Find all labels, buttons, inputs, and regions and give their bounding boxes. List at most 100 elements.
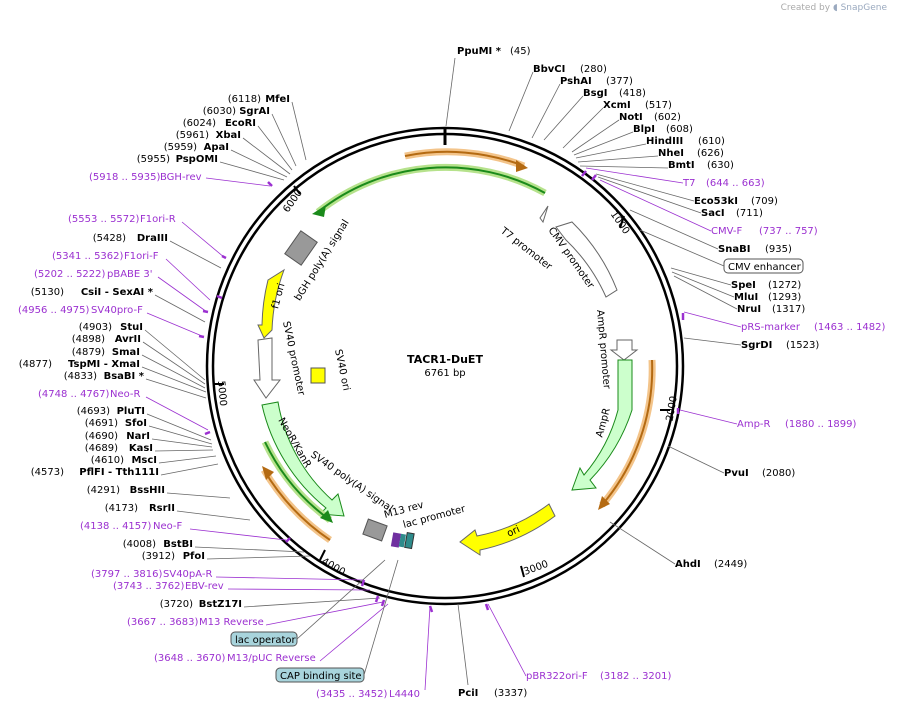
enzyme-name: RsrII [149,503,175,514]
enzyme-pos: (280) [580,64,607,75]
enzyme-pos: (4898) [72,334,105,345]
enzyme-pos: (6118) [228,94,261,105]
enzyme-name: AhdI [675,559,701,570]
primer-name: M13 Reverse [199,617,264,628]
primer-range: (4748 .. 4767) [38,389,110,400]
enzyme-pos: (709) [751,196,778,207]
enzyme-pos: (4691) [85,418,118,429]
enzyme-name: TspMI - XmaI [68,359,140,370]
primer-range: (1463 .. 1482) [814,322,886,333]
leader-lines-right [445,57,742,686]
enzyme-name: NheI [658,148,684,159]
left-primers: (5918 .. 5935) BGH-rev (5553 .. 5572) F1… [18,172,420,700]
enzyme-pos: (626) [697,148,724,159]
enzyme-name: PvuI [724,468,749,479]
enzyme-name: DraIII [137,233,168,244]
primer-range: (644 .. 663) [706,178,765,189]
enzyme-pos: (377) [606,76,633,87]
enzyme-pos: (1293) [768,292,801,303]
enzyme-pos: (608) [666,124,693,135]
enzyme-name: BmtI [668,160,695,171]
enzyme-pos: (4903) [79,322,112,333]
primer-name: F1ori-F [124,251,159,262]
enzyme-pos: (935) [765,244,792,255]
enzyme-pos: (610) [698,136,725,147]
enzyme-name: SacI [701,208,725,219]
enzyme-name: MscI [131,455,157,466]
enzyme-name: ApaI [204,142,229,153]
primer-name: Neo-F [153,521,183,532]
enzyme-pos: (1523) [786,340,819,351]
enzyme-name: SpeI [731,280,756,291]
primer-range: (5553 .. 5572) [68,214,140,225]
enzyme-name: CsiI - SexAI * [81,287,154,298]
enzyme-pos: (4879) [72,347,105,358]
enzyme-name: BssHII [130,485,165,496]
enzyme-name: BlpI [633,124,655,135]
left-enzymes: (6118) MfeI (6030) SgrAI (6024) EcoRI (5… [19,94,290,610]
primer-name: SV40pro-F [91,305,143,316]
enzyme-name: Eco53kI [694,196,738,207]
primer-range: (5202 .. 5222) [34,269,106,280]
enzyme-pos: (4173) [105,503,138,514]
enzyme-pos: (418) [619,88,646,99]
enzyme-name: BbvCI [533,64,565,75]
pill-cmv-enhancer: CMV enhancer [723,258,804,274]
tick-5000: 5000 [215,380,228,406]
enzyme-name: BstBI [163,539,193,550]
primer-range: (3797 .. 3816) [91,569,163,580]
enzyme-name: BsaBI * [104,371,145,382]
snapgene-credit: Created by ◖ SnapGene [781,3,887,13]
primer-range: (737 .. 757) [759,226,818,237]
enzyme-pos: (2449) [714,559,747,570]
enzyme-pos: (630) [707,160,734,171]
enzyme-name: PciI [458,688,478,699]
enzyme-name: XbaI [216,130,241,141]
leader-lines-left [141,101,431,691]
pill-lac-operator: lac operator [230,631,298,647]
enzyme-pos: (602) [654,112,681,123]
enzyme-pos: (711) [736,208,763,219]
pill-cap-binding-site-label: CAP binding site [280,671,362,682]
ampr-promoter-label: AmpR promoter [594,309,612,390]
sv40-promoter-label: SV40 promoter [280,320,307,397]
primer-range: (3743 .. 3762) [113,581,185,592]
pill-lac-operator-label: lac operator [235,635,296,646]
enzyme-pos: (4610) [91,455,124,466]
enzyme-name: PluTI [117,406,145,417]
primer-name: CMV-F [711,226,742,237]
primer-range: (3182 .. 3201) [600,671,672,682]
enzyme-pos: (4573) [31,467,64,478]
f1-ori-arrow [257,268,285,339]
enzyme-name: SfoI [125,418,147,429]
credit-prefix: Created by [780,3,831,13]
enzyme-name: SmaI [112,347,140,358]
tick-6000: 6000 [281,188,305,215]
primer-name: pBABE 3' [107,269,153,280]
enzyme-pos: (5955) [137,154,170,165]
sv40-polya-label: SV40 poly(A) signal [308,449,394,514]
enzyme-pos: (45) [510,46,531,57]
enzyme-pos: (5130) [31,287,64,298]
enzyme-name: AvrII [115,334,141,345]
primer-range: (3667 .. 3683) [127,617,199,628]
right-enzymes: PpuMI * (45) BbvCI (280) PshAI (377) Bsg… [457,46,819,699]
enzyme-name: SgrAI [239,106,270,117]
enzyme-pos: (3720) [160,599,193,610]
enzyme-name: MfeI [265,94,290,105]
enzyme-name: BstZ17I [199,599,242,610]
primer-range: (5918 .. 5935) [89,172,161,183]
enzyme-pos: (1272) [768,280,801,291]
enzyme-name: XcmI [603,100,631,111]
enzyme-pos: (4693) [77,406,110,417]
ampr-arrow [571,359,633,491]
enzyme-name: HindIII [646,136,683,147]
ampr-promoter-arrow [609,339,639,361]
credit-brand: SnapGene [840,3,887,13]
snapgene-logo-icon: ◖ [832,3,838,13]
pill-cmv-enhancer-label: CMV enhancer [728,262,802,273]
bgh-polya-block [284,230,318,266]
enzyme-pos: (5428) [93,233,126,244]
enzyme-name: MluI [734,292,758,303]
enzyme-name: PspOMI [176,154,218,165]
